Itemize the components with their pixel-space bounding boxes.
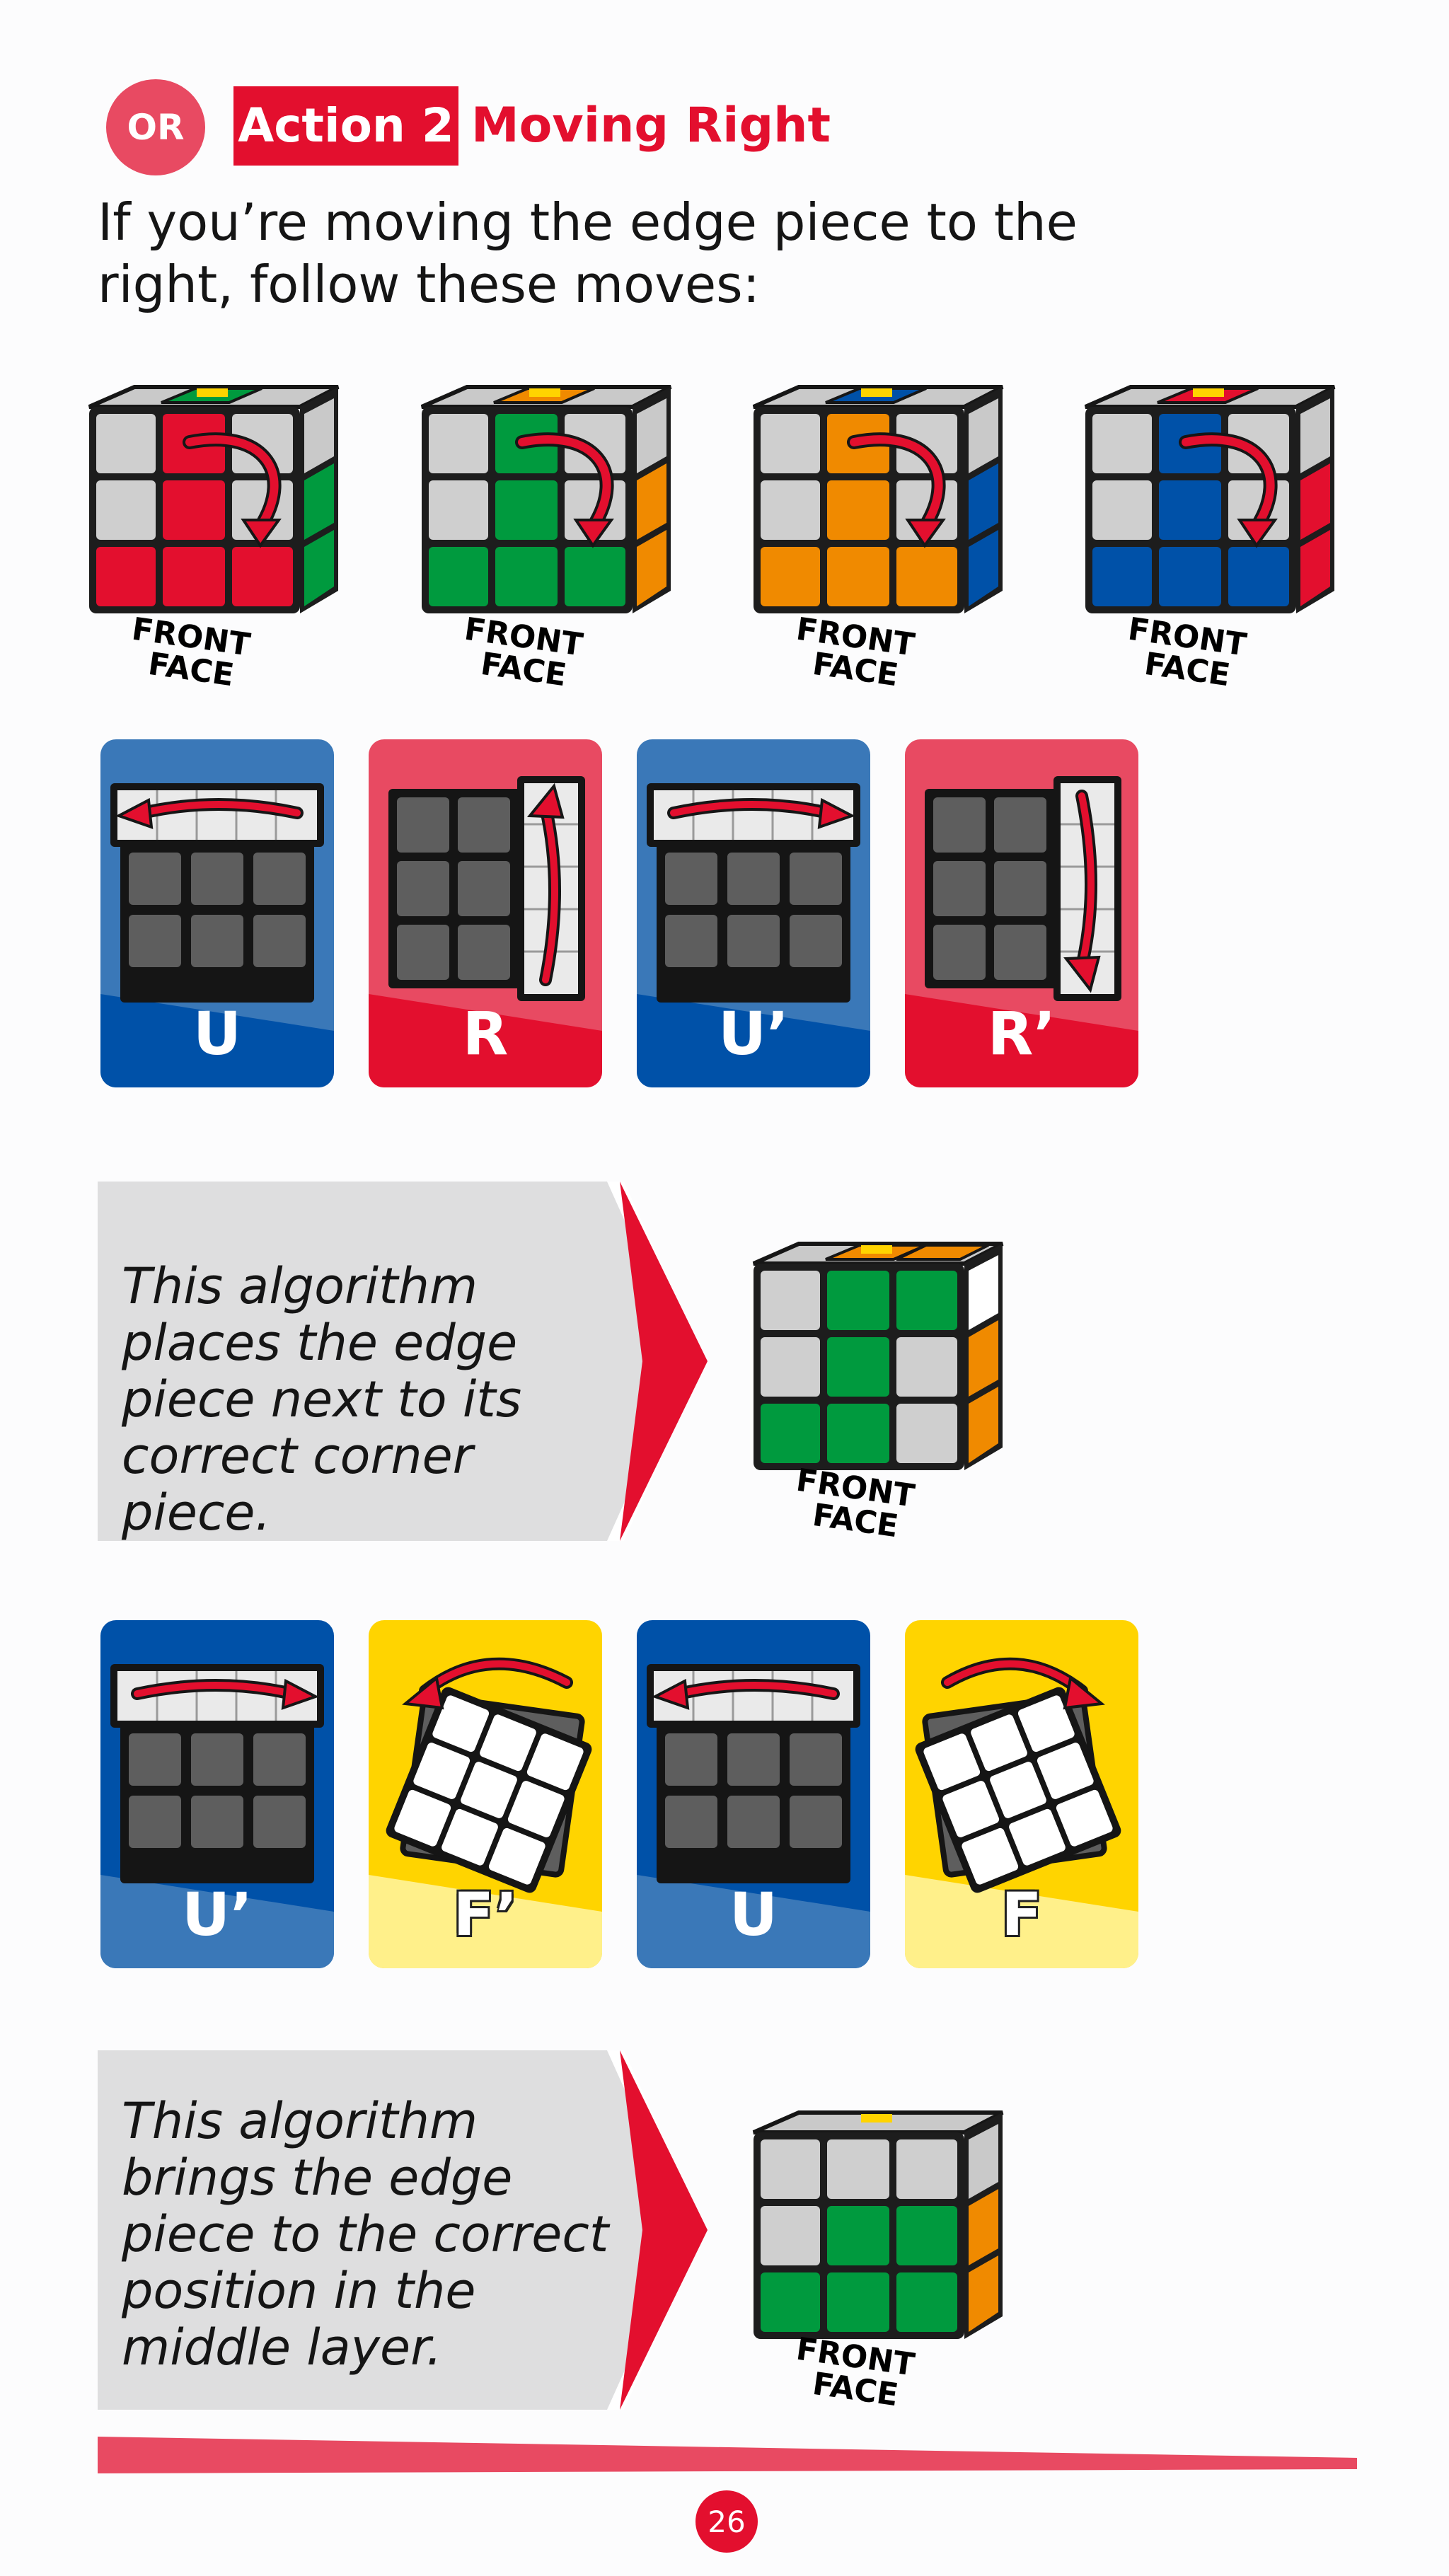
move-label: U [729,1880,778,1949]
move-card-u-prime: U’ [100,1620,334,1968]
cube-diagram-edge-placed: FRONT FACE [748,1235,1031,1540]
panel-text: This algorithm places the edge piece nex… [122,1257,522,1542]
intro-text: If you’re moving the edge piece to the r… [98,192,1078,314]
move-card-r-prime: R’ [905,739,1138,1087]
or-label: OR [127,107,185,148]
move-label: U [192,999,242,1068]
panel-text: This algorithm brings the edge piece to … [122,2092,609,2376]
move-label: R [462,999,509,1068]
move-label: F [1001,1880,1042,1949]
move-label: U’ [181,1880,253,1949]
cube-diagram-green-front: FRONT FACE [416,379,699,690]
action-label: Action 2 [233,86,458,166]
move-label: R’ [987,999,1056,1068]
move-card-f: F [905,1620,1138,1968]
section-subtitle: Moving Right [471,98,831,154]
page-number: 26 [695,2490,758,2553]
move-label: F’ [453,1880,518,1949]
move-card-u: U [637,1620,870,1968]
cube-diagram-blue-front: FRONT FACE [1080,379,1363,690]
move-card-r: R [369,739,602,1087]
move-label: U’ [717,999,790,1068]
explanation-panel-1: This algorithm places the edge piece nex… [98,1182,749,1541]
cube-diagram-red-front: FRONT FACE [83,379,366,690]
move-card-u: U [100,739,334,1087]
or-badge: OR [106,79,205,175]
cube-diagram-orange-front: FRONT FACE [748,379,1031,690]
move-card-u-prime: U’ [637,739,870,1087]
footer-bar [98,2437,1357,2473]
cube-diagram-edge-solved: FRONT FACE [748,2104,1031,2408]
explanation-panel-2: This algorithm brings the edge piece to … [98,2050,749,2410]
move-card-f-prime: F’ [369,1620,602,1968]
